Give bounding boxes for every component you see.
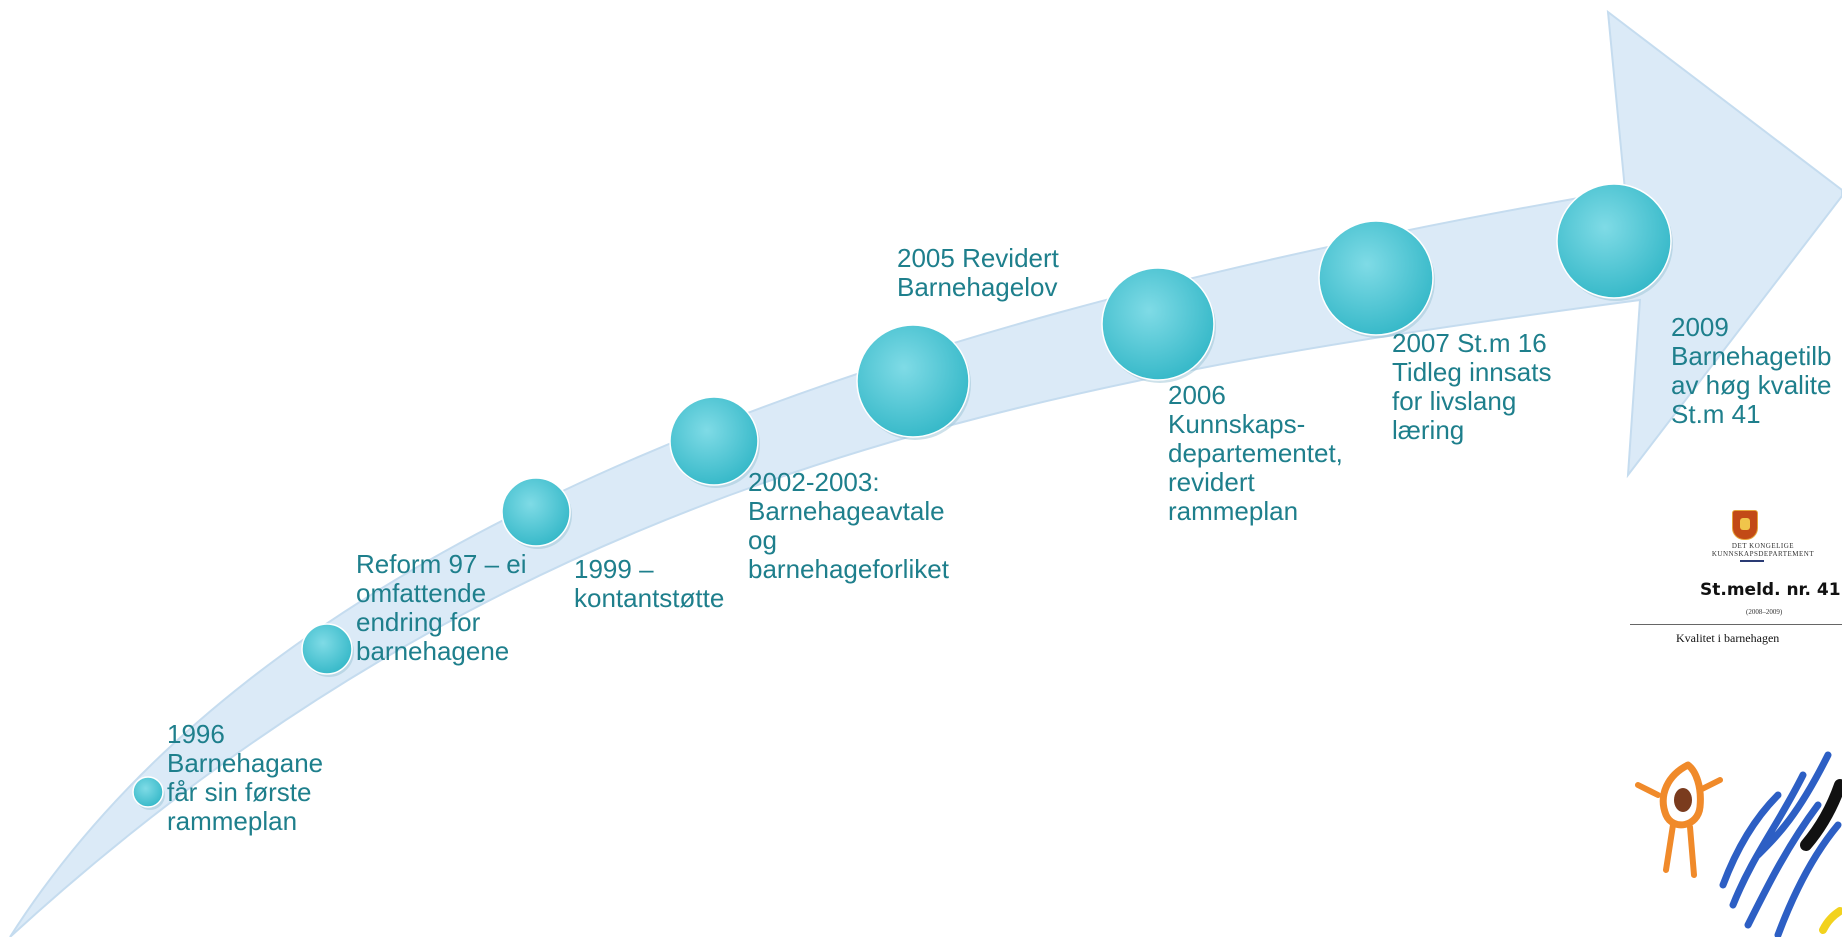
report-department: DET KONGELIGE KUNNSKAPSDEPARTEMENT <box>1711 542 1815 558</box>
milestone-label-1999: 1999 – kontantstøtte <box>574 554 725 613</box>
drawing-orange-figure <box>1659 761 1704 829</box>
milestone-label-2009: 2009 Barnehagetilb av høg kvalite St.m 4… <box>1671 312 1832 429</box>
report-title: St.meld. nr. 41 <box>1700 580 1841 600</box>
report-cover-thumbnail: DET KONGELIGE KUNNSKAPSDEPARTEMENT St.me… <box>1628 500 1842 670</box>
child-drawing-image <box>1628 735 1842 937</box>
drawing-brown-spot <box>1674 788 1692 812</box>
milestone-label-1997: Reform 97 – ei omfattende endring for ba… <box>356 549 527 666</box>
drawing-orange-legs <box>1635 777 1723 878</box>
milestone-label-2007: 2007 St.m 16 Tidleg innsats for livslang… <box>1392 328 1552 445</box>
milestone-nodes <box>132 183 1673 810</box>
milestone-node-2002 <box>669 396 759 486</box>
drawing-blue-strokes <box>1719 751 1842 937</box>
milestone-node-2005 <box>856 324 970 438</box>
milestone-label-2006: 2006 Kunnskaps- departementet, revidert … <box>1168 380 1343 526</box>
report-divider <box>1630 624 1842 625</box>
milestone-node-2007 <box>1318 220 1434 336</box>
milestone-label-1996: 1996 Barnehagane får sin første rammepla… <box>167 719 324 836</box>
department-rule <box>1740 560 1764 562</box>
report-subtitle: Kvalitet i barnehagen <box>1676 631 1780 645</box>
coat-of-arms-icon <box>1732 510 1758 540</box>
milestone-node-2006 <box>1101 267 1215 381</box>
report-years: (2008–2009) <box>1746 608 1783 616</box>
milestone-node-1999 <box>501 477 571 547</box>
drawing-yellow-stroke <box>1819 907 1842 934</box>
drawing-black-stroke <box>1800 779 1842 851</box>
milestone-label-2005: 2005 Revidert Barnehagelov <box>897 243 1059 302</box>
milestone-node-1997 <box>301 623 353 675</box>
milestone-label-2002: 2002-2003: Barnehageavtale og barnehagef… <box>748 467 949 584</box>
milestone-node-2009 <box>1556 183 1672 299</box>
milestone-node-1996 <box>132 776 164 808</box>
